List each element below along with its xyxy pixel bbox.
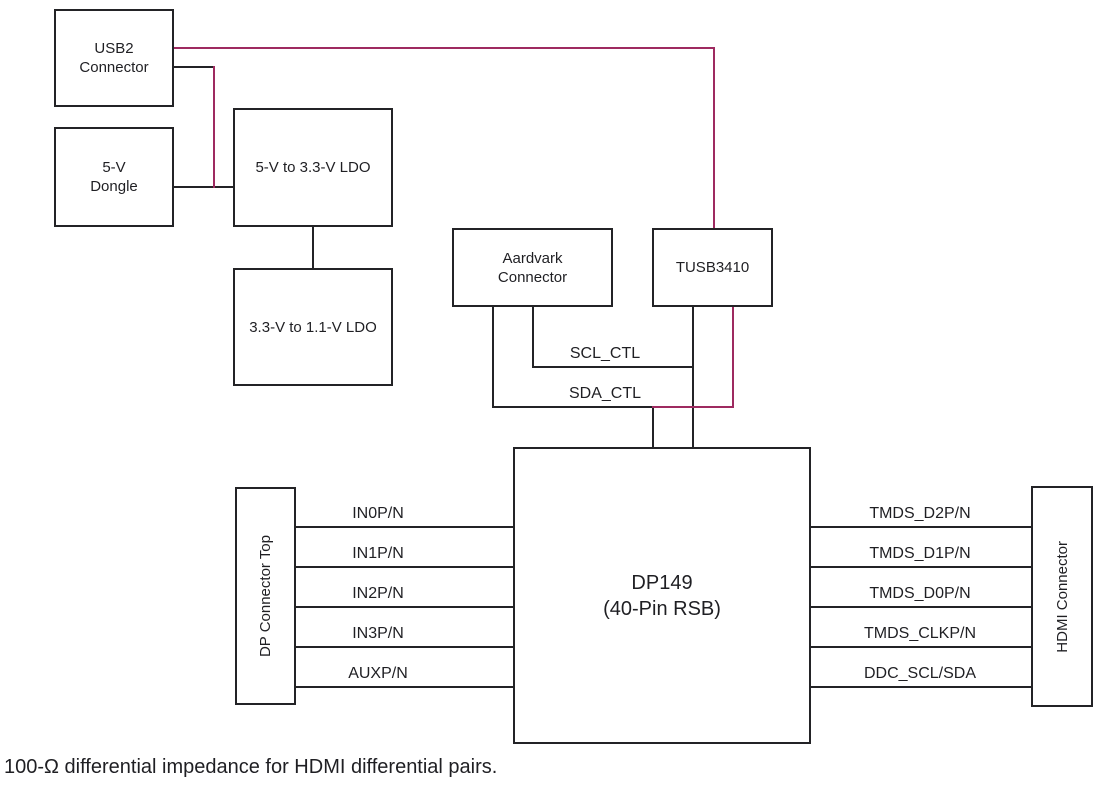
wire-scl-horizontal bbox=[532, 366, 694, 368]
in2pn-label: IN2P/N bbox=[352, 585, 404, 602]
tmds-d0pn-label: TMDS_D0P/N bbox=[869, 585, 971, 602]
wire-tusb-sda-horizontal bbox=[652, 406, 734, 408]
dp-connector-top-label: DP Connector Top bbox=[257, 534, 274, 658]
wire-usb2-to-tusb-vertical bbox=[713, 47, 715, 228]
wire-usb2-to-power-vertical bbox=[213, 66, 215, 188]
aardvark-connector-box: Aardvark Connector bbox=[452, 228, 613, 307]
impedance-caption: 100-Ω differential impedance for HDMI di… bbox=[4, 756, 498, 778]
wire-in1pn bbox=[296, 566, 513, 568]
wire-tusb-to-dp149 bbox=[692, 307, 694, 447]
wire-tmds-d0pn bbox=[811, 606, 1031, 608]
hdmi-connector-label: HDMI Connector bbox=[1053, 540, 1071, 653]
wire-ldo-to-ldo bbox=[312, 227, 314, 268]
ldo-5v-33v-box: 5-V to 3.3-V LDO bbox=[233, 108, 393, 227]
dp-connector-top-box: DP Connector Top bbox=[235, 487, 296, 705]
sda-ctl-label: SDA_CTL bbox=[568, 385, 642, 402]
wire-in2pn bbox=[296, 606, 513, 608]
5v-dongle-label: 5-V Dongle bbox=[90, 159, 138, 195]
tmds-d1pn-label: TMDS_D1P/N bbox=[869, 545, 971, 562]
in0pn-label: IN0P/N bbox=[352, 505, 404, 522]
tusb3410-box: TUSB3410 bbox=[652, 228, 773, 307]
wire-tmds-d2pn bbox=[811, 526, 1031, 528]
dp149-box: DP149 (40-Pin RSB) bbox=[513, 447, 811, 744]
hdmi-connector-box: HDMI Connector bbox=[1031, 486, 1093, 707]
tmds-d2pn-label: TMDS_D2P/N bbox=[869, 505, 971, 522]
in3pn-label: IN3P/N bbox=[352, 625, 404, 642]
wire-ddc-sclsda bbox=[811, 686, 1031, 688]
in1pn-label: IN1P/N bbox=[352, 545, 404, 562]
tmds-clkpn-label: TMDS_CLKP/N bbox=[863, 625, 977, 642]
ddc-sclsda-label: DDC_SCL/SDA bbox=[863, 665, 977, 682]
ldo-33v-11v-label: 3.3-V to 1.1-V LDO bbox=[249, 318, 377, 336]
wire-sda-to-dp149 bbox=[652, 406, 654, 447]
ldo-5v-33v-label: 5-V to 3.3-V LDO bbox=[255, 159, 371, 176]
wire-aardvark-sda-vertical bbox=[492, 307, 494, 408]
wire-aardvark-scl-vertical bbox=[532, 307, 534, 368]
wire-in3pn bbox=[296, 646, 513, 648]
wire-dongle-to-ldo bbox=[174, 186, 233, 188]
wire-auxpn bbox=[296, 686, 513, 688]
ldo-33v-11v-box: 3.3-V to 1.1-V LDO bbox=[233, 268, 393, 386]
5v-dongle-box: 5-V Dongle bbox=[54, 127, 174, 227]
auxpn-label: AUXP/N bbox=[348, 665, 408, 682]
wire-usb2-to-tusb-horizontal bbox=[174, 47, 715, 49]
wire-tusb-sda-vertical bbox=[732, 307, 734, 408]
wire-in0pn bbox=[296, 526, 513, 528]
wire-tmds-d1pn bbox=[811, 566, 1031, 568]
wire-usb2-stub bbox=[174, 66, 215, 68]
wire-tmds-clkpn bbox=[811, 646, 1031, 648]
scl-ctl-label: SCL_CTL bbox=[569, 345, 641, 362]
usb2-connector-label: USB2 Connector bbox=[79, 40, 149, 76]
aardvark-connector-label: Aardvark Connector bbox=[497, 249, 568, 286]
tusb3410-label: TUSB3410 bbox=[675, 259, 750, 276]
dp149-label: DP149 (40-Pin RSB) bbox=[603, 571, 721, 620]
usb2-connector-box: USB2 Connector bbox=[54, 9, 174, 107]
wire-sda-horizontal bbox=[492, 406, 654, 408]
